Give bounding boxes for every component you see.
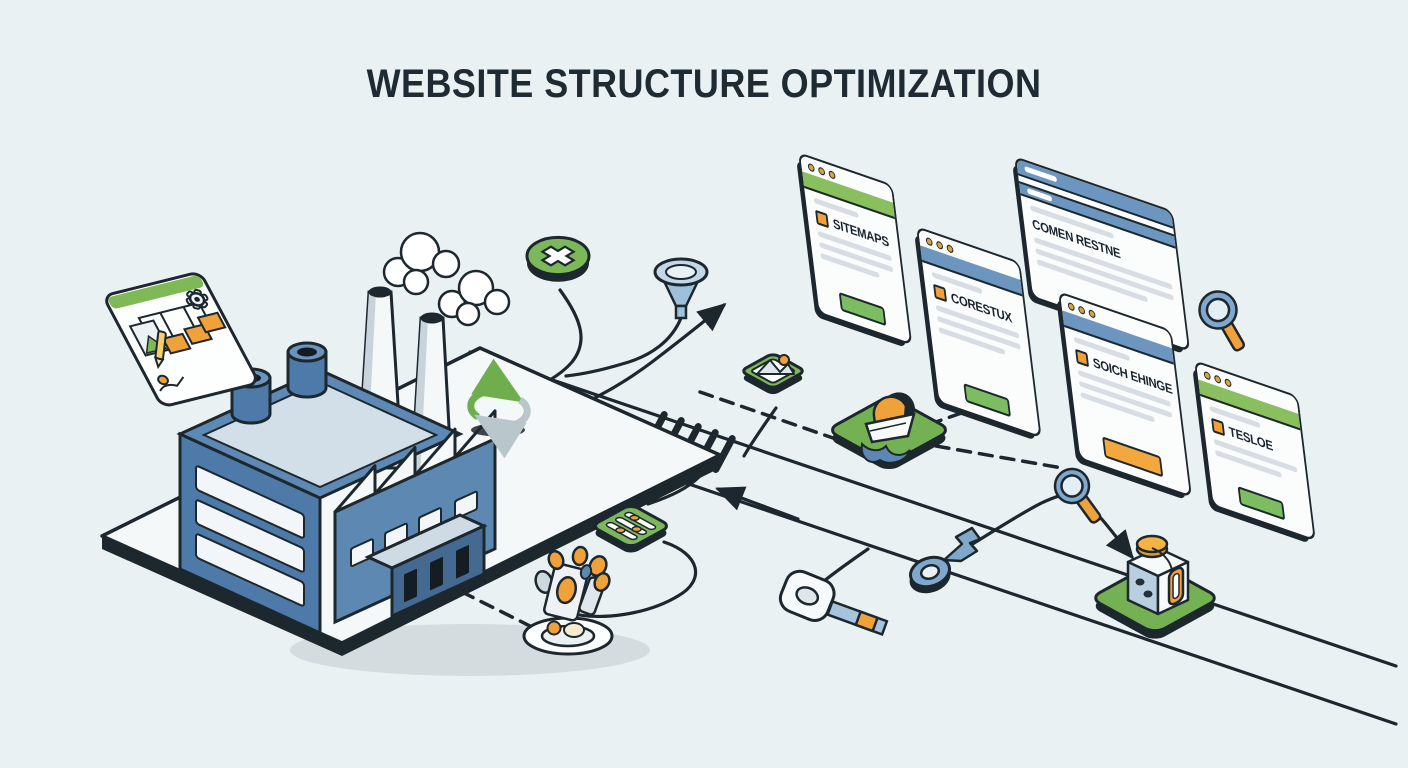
sliders-chip-icon: [591, 504, 670, 553]
bullet-square: [1211, 417, 1226, 437]
bullet-square: [933, 283, 948, 303]
factory-left-wall: [180, 434, 320, 633]
window-dot: [828, 169, 836, 180]
window-dot: [1224, 377, 1232, 388]
window-button: [963, 382, 1012, 418]
factory-annex: [392, 526, 484, 616]
ship-hull: [866, 414, 914, 442]
bullet-square: [1075, 348, 1090, 368]
recycle-arrows-icon: [471, 358, 527, 459]
funnel-icon: [655, 259, 707, 318]
wave-shape: [862, 444, 910, 463]
smoke-clouds: [384, 233, 509, 325]
robot-loop-line: [566, 542, 696, 616]
flowchart-card-icon: [103, 272, 259, 407]
dashed-soich-link: [936, 446, 1062, 468]
fork-key-icon: [906, 528, 980, 594]
key-connector-line: [820, 549, 868, 584]
puzzle-badge-icon: [527, 237, 589, 282]
image-tile-connector-line: [744, 408, 776, 456]
dashed-ship-link: [700, 392, 1004, 448]
window-button: [838, 291, 887, 327]
pencil-icon: [154, 331, 166, 368]
window-dot: [1213, 373, 1222, 384]
ship-dark-swoosh: [888, 392, 915, 421]
window-dot: [807, 162, 815, 173]
magnifier-icon-mid: [1052, 468, 1104, 525]
key-icon: [776, 567, 887, 634]
window-dot: [946, 243, 954, 254]
page-title: WEBSITE STRUCTURE OPTIMIZATION: [366, 62, 1042, 106]
window-dot: [935, 239, 944, 250]
window-title: CORESTUX: [949, 289, 1013, 326]
window-dot: [817, 165, 826, 176]
image-tile-icon: [740, 353, 805, 395]
arrow-line-down-left: [715, 486, 798, 519]
window-dot: [1088, 308, 1096, 319]
window-dot: [1203, 370, 1211, 381]
ship-tile-icon: [827, 392, 951, 470]
robot-marker-icon: [524, 546, 612, 654]
bullet-square: [815, 209, 830, 229]
dice-tile-icon: [1090, 536, 1220, 639]
magnifier-icon-top: [1194, 289, 1252, 353]
window-dot: [1067, 301, 1075, 312]
window-button: [1237, 486, 1286, 521]
road-upper-line: [470, 352, 1396, 666]
funnel-connector-line: [566, 318, 681, 376]
window-dot: [1077, 304, 1086, 315]
window-dot: [925, 236, 933, 247]
gear-icon: [182, 288, 211, 311]
